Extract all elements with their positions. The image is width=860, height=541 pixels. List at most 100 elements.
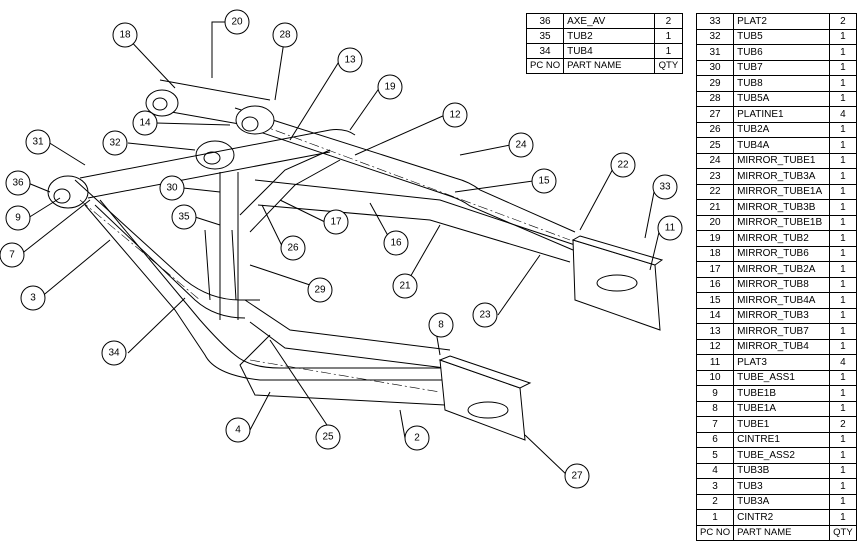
balloon-circle [102,130,128,156]
bom-qty: 1 [828,137,858,154]
bom-qty: 1 [828,90,858,107]
balloon-label: 8 [438,320,444,331]
bom-pc-no: 5 [695,447,735,464]
bom-qty: 1 [828,292,858,309]
balloon-label: 14 [139,118,151,129]
part-balloon: 26 [280,235,306,261]
bom-qty: 1 [828,509,858,526]
balloon-label: 19 [384,82,396,93]
balloon-label: 27 [571,471,583,482]
balloon-circle [280,235,306,261]
bom-part-name: CINTRE1 [733,431,830,448]
part-balloon: 30 [159,175,185,201]
bom-pc-no: 29 [695,75,735,92]
bom-qty: 1 [828,183,858,200]
balloon-label: 34 [108,348,120,359]
part-balloon: 7 [0,242,25,268]
part-balloon: 8 [428,312,454,338]
part-balloon: 12 [442,102,468,128]
part-balloon: 31 [25,129,51,155]
part-balloon: 24 [508,132,534,158]
bom-qty: 4 [828,106,858,123]
bom-part-name: MIRROR_TUBE1A [733,183,830,200]
bom-part-name: PLAT2 [733,13,830,30]
balloon-circle [564,463,590,489]
bom-pc-no: 31 [695,44,735,61]
bom-pc-no: 18 [695,245,735,262]
bom-qty: 4 [828,354,858,371]
balloon-label: 2 [414,433,420,444]
balloon-label: 12 [449,110,461,121]
part-balloon: 14 [132,110,158,136]
balloon-label: 29 [314,285,326,296]
bom-part-name: TUB5A [733,90,830,107]
bom-qty: 2 [828,13,858,30]
balloon-circle [404,425,430,451]
bom-qty: 1 [828,276,858,293]
balloon-label: 20 [231,17,243,28]
balloon-label: 9 [15,213,21,224]
balloon-circle [428,312,454,338]
part-balloon: 11 [657,215,683,241]
bom-qty: 1 [653,43,684,60]
part-balloon: 17 [323,209,349,235]
balloon-circle [0,242,25,268]
bom-pc-no: 34 [525,43,565,60]
balloon-label: 18 [119,30,131,41]
bom-qty: 1 [828,168,858,185]
bom-part-name: TUB4A [733,137,830,154]
bom-qty: 1 [828,121,858,138]
balloon-label: 24 [515,140,527,151]
bom-pc-no: 23 [695,168,735,185]
balloon-label: 4 [235,425,241,436]
part-balloon: 33 [652,174,678,200]
balloon-circle [132,110,158,136]
balloon-circle [5,205,31,231]
balloon-circle [337,47,363,73]
bom-part-name: PLATINE1 [733,106,830,123]
bom-pc-no: 33 [695,13,735,30]
bom-qty: 1 [828,323,858,340]
part-balloon: 32 [102,130,128,156]
bom-qty: 1 [828,59,858,76]
bom-part-name: PLAT3 [733,354,830,371]
leader-lines [19,21,661,477]
bom-header-qty: QTY [653,58,684,75]
bom-pc-no: 21 [695,199,735,216]
balloon-circle [20,285,46,311]
part-balloon: 20 [224,9,250,35]
bom-qty: 1 [828,478,858,495]
part-balloon: 3 [20,285,46,311]
bom-qty: 1 [828,152,858,169]
part-balloon: 27 [564,463,590,489]
bom-pc-no: 16 [695,276,735,293]
bom-qty: 1 [828,75,858,92]
bom-part-name: MIRROR_TUBE1B [733,214,830,231]
bom-qty: 1 [828,447,858,464]
bom-qty: 1 [653,28,684,45]
balloon-label: 25 [322,432,334,443]
part-balloon: 36 [5,170,31,196]
balloon-label: 11 [665,223,676,234]
bom-pc-no: 8 [695,400,735,417]
balloon-circle [652,174,678,200]
balloon-circle [377,74,403,100]
bom-qty: 1 [828,431,858,448]
